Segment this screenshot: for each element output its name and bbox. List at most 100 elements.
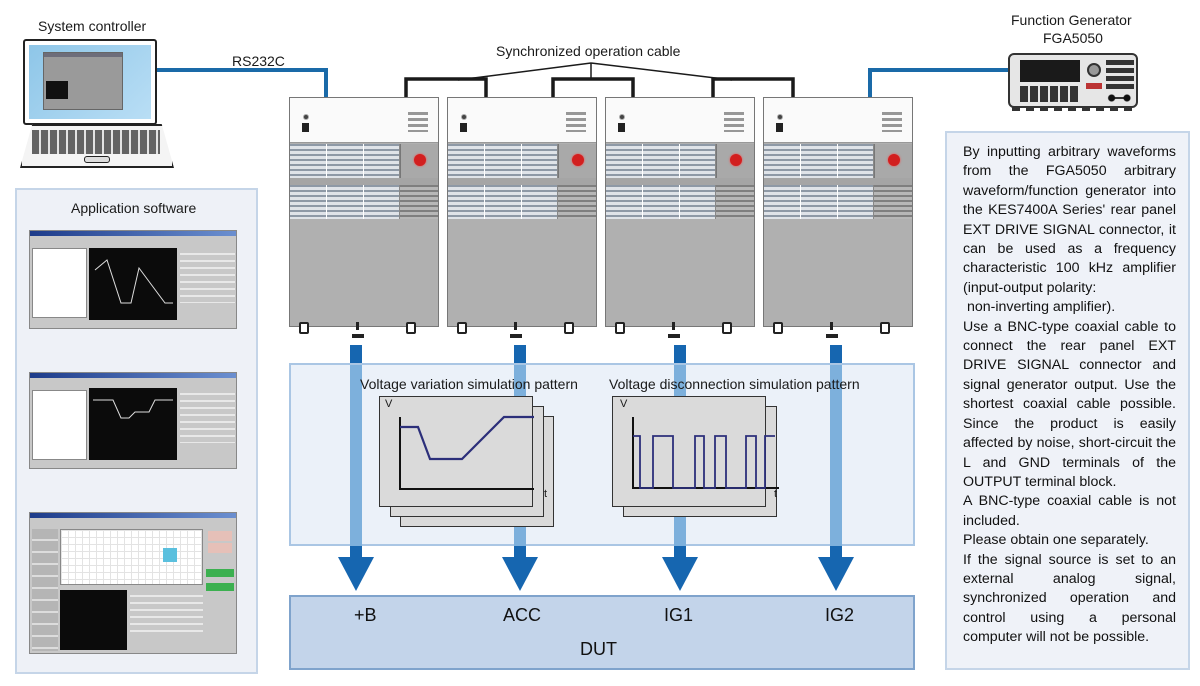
down-arrow-icon (662, 557, 698, 591)
rs232c-cable (157, 68, 328, 72)
dut-label: DUT (580, 639, 617, 659)
laptop-display (29, 45, 151, 119)
disconnection-waveform (632, 417, 779, 489)
down-arrow-icon (338, 557, 374, 591)
info-paragraph-2: non-inverting amplifier). (963, 299, 1116, 316)
vent-upper (290, 144, 400, 178)
psu-front-panel (764, 98, 912, 143)
parameter-panel (130, 590, 203, 636)
vent-lower (606, 185, 716, 219)
fg-cable-drop (868, 68, 872, 98)
output-flow-stem-faded (350, 365, 362, 546)
output-flow-stem (674, 545, 686, 559)
dut-terminal-label: IG2 (825, 605, 855, 625)
power-supply-unit (447, 97, 597, 327)
titlebar (30, 373, 236, 378)
output-flow-stem (830, 345, 842, 365)
status-indicator-2 (206, 583, 234, 591)
down-arrow-icon (818, 557, 854, 591)
power-knob-icon (461, 114, 467, 120)
emergency-stop-icon (888, 154, 900, 166)
axis-v-label: V (620, 398, 628, 410)
estop-panel (558, 144, 596, 178)
emergency-stop-icon (572, 154, 584, 166)
selected-step (163, 548, 177, 562)
laptop-keyboard (32, 130, 160, 154)
output-flow-stem (350, 345, 362, 365)
divider (606, 178, 754, 185)
fg-cable (868, 68, 1010, 72)
waveform-preview (89, 248, 177, 320)
info-paragraph-4: A BNC-type coaxial cable is not included… (963, 493, 1176, 529)
vent-lower (448, 185, 558, 219)
voltage-disconnection-label: Voltage disconnection simulation pattern (609, 376, 860, 392)
axis-t-label: t (544, 488, 548, 500)
info-paragraph-3: Use a BNC-type coaxial cable to connect … (963, 318, 1176, 490)
emergency-stop-icon (730, 154, 742, 166)
fg-keys (1020, 86, 1080, 102)
laptop-app-window (43, 52, 123, 110)
dut-terminal-label: IG1 (664, 605, 694, 625)
power-switch-icon (776, 123, 783, 132)
status-leds (882, 112, 902, 132)
axis-t-label: t (774, 488, 778, 500)
power-knob-icon (619, 114, 625, 120)
sync-cable-label: Synchronized operation cable (496, 43, 681, 59)
laptop-touchpad (84, 156, 110, 163)
dut-terminal-label: +B (354, 605, 377, 625)
divider (290, 178, 438, 185)
application-software-panel: Application software (15, 188, 258, 674)
info-box: By inputting arbitrary waveforms from th… (945, 131, 1190, 670)
rs232c-cable-drop (324, 68, 328, 98)
caster-wheel-icon (564, 322, 574, 334)
power-supply-unit (289, 97, 439, 327)
waveform-preview (89, 388, 177, 460)
estop-panel (400, 144, 438, 178)
function-generator-model: FGA5050 (1043, 30, 1103, 46)
system-controller-label: System controller (38, 18, 147, 34)
vent-upper (764, 144, 874, 178)
status-leds (408, 112, 428, 132)
function-generator-icon (1008, 53, 1138, 108)
output-flow-stem (350, 545, 362, 559)
power-supply-unit (763, 97, 913, 327)
emergency-stop-icon (414, 154, 426, 166)
status-leds (724, 112, 744, 132)
app-screenshot-3 (29, 512, 237, 654)
status-indicator-1 (206, 569, 234, 577)
app-titlebar (44, 53, 122, 57)
info-paragraph-5: Please obtain one separately. (963, 532, 1149, 549)
psu-front-panel (606, 98, 754, 143)
sequence-list (32, 248, 87, 318)
caster-wheel-icon (880, 322, 890, 334)
dut-terminal-label: ACC (503, 605, 542, 625)
divider (448, 178, 596, 185)
pause-button (208, 543, 232, 553)
titlebar (30, 231, 236, 236)
output-flow-stem-faded (830, 365, 842, 546)
laptop-icon (0, 0, 180, 170)
variation-pattern-graph: V t (379, 396, 547, 507)
function-generator-label: Function Generator (1011, 12, 1132, 28)
titlebar (30, 513, 236, 518)
tool-palette (32, 529, 58, 651)
rs232c-label: RS232C (232, 53, 285, 69)
leveling-foot-icon (510, 322, 522, 338)
psu-front-panel (448, 98, 596, 143)
leveling-foot-icon (826, 322, 838, 338)
axis-v-label: V (385, 398, 393, 410)
app-screenshot-2 (29, 372, 237, 469)
fg-arrow-keys (1086, 83, 1102, 89)
app-screenshot-1 (29, 230, 237, 329)
estop-panel (874, 144, 912, 178)
output-flow-stem (830, 545, 842, 559)
output-flow-stem (674, 345, 686, 365)
parameter-panel (180, 388, 235, 443)
voltage-variation-label: Voltage variation simulation pattern (360, 376, 578, 392)
waveform-preview-trace (94, 259, 173, 304)
caster-wheel-icon (299, 322, 309, 334)
vent-upper (448, 144, 558, 178)
power-knob-icon (777, 114, 783, 120)
fg-keypad (1106, 60, 1134, 90)
variation-waveform (399, 415, 534, 490)
